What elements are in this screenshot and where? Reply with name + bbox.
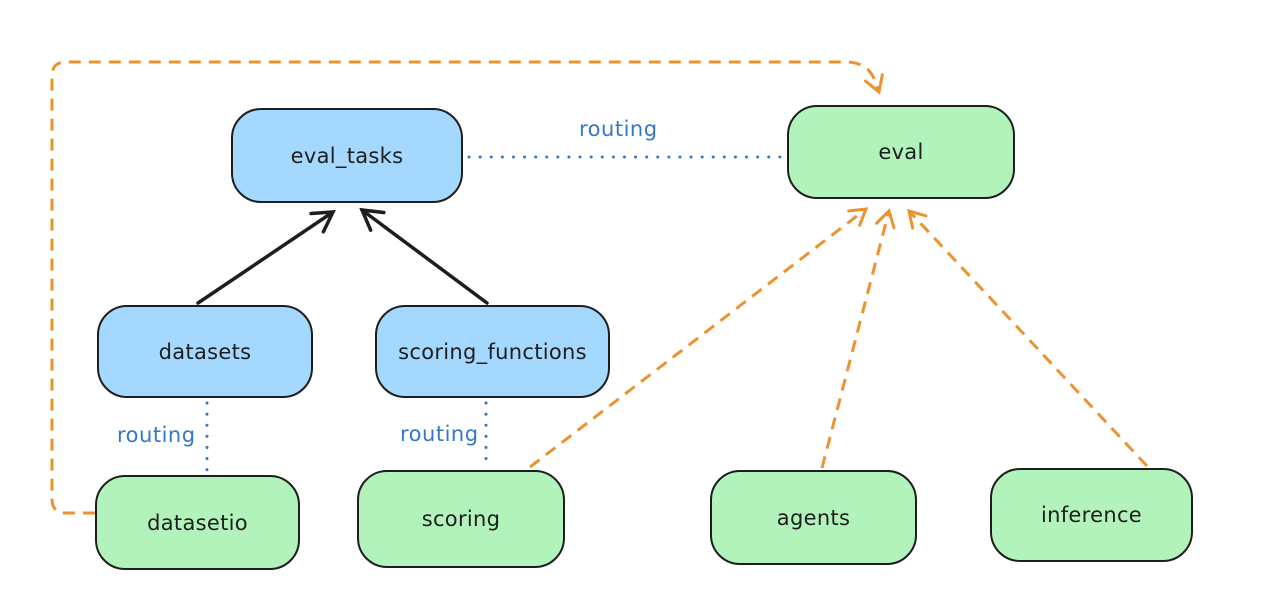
edge-scoring_functions-to-eval_tasks <box>359 207 489 305</box>
node-inference: inference <box>990 468 1193 562</box>
node-datasets: datasets <box>97 305 313 398</box>
node-eval: eval <box>787 105 1015 199</box>
node-agents: agents <box>710 470 917 565</box>
edge-agents-to-eval <box>820 208 896 469</box>
node-scoring: scoring <box>357 470 565 568</box>
node-scoring-label: scoring <box>421 507 501 531</box>
edge-label-routing-datasets-datasetio: routing <box>117 423 196 447</box>
edge-inference-to-eval <box>907 208 1149 468</box>
node-scoring_functions: scoring_functions <box>375 305 610 398</box>
node-datasetio-label: datasetio <box>147 510 248 535</box>
node-scoring_functions-label: scoring_functions <box>398 339 587 364</box>
node-datasets-label: datasets <box>158 339 252 364</box>
node-eval-label: eval <box>878 140 924 164</box>
node-datasetio: datasetio <box>95 475 300 570</box>
edge-label-routing-scoring_functions-scoring: routing <box>400 422 479 446</box>
node-agents-label: agents <box>776 505 851 530</box>
edge-datasets-to-eval_tasks <box>196 210 336 305</box>
node-inference-label: inference <box>1040 503 1143 527</box>
node-eval_tasks-label: eval_tasks <box>290 143 404 168</box>
node-eval_tasks: eval_tasks <box>231 108 463 203</box>
edge-label-routing-eval_tasks-eval: routing <box>579 117 658 141</box>
